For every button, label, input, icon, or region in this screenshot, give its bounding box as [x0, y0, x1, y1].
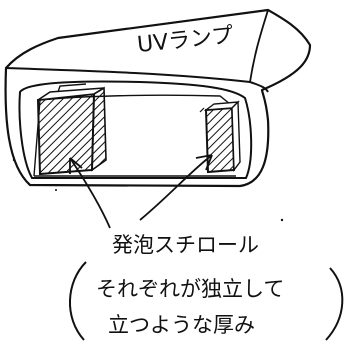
note-line-1: それぞれが独立して [96, 277, 284, 301]
pencil-dot [12, 158, 16, 162]
note-close-paren [325, 267, 344, 341]
arrow-to-right-block [139, 154, 213, 221]
arrow-to-left-block [69, 157, 111, 229]
pencil-dot [55, 189, 57, 191]
lamp-inner-opening [18, 80, 253, 179]
note-open-paren [69, 261, 87, 341]
lamp-label: UVランプ [136, 23, 235, 58]
lamp-top-back-edge [249, 9, 269, 83]
pencil-dot [280, 218, 284, 222]
foam-block-left [36, 83, 107, 176]
lamp-top-edge [5, 67, 269, 93]
note-line-2: 立つような厚み [108, 313, 255, 337]
foam-block-right [199, 100, 241, 174]
foam-label: 発泡スチロール [112, 233, 259, 257]
